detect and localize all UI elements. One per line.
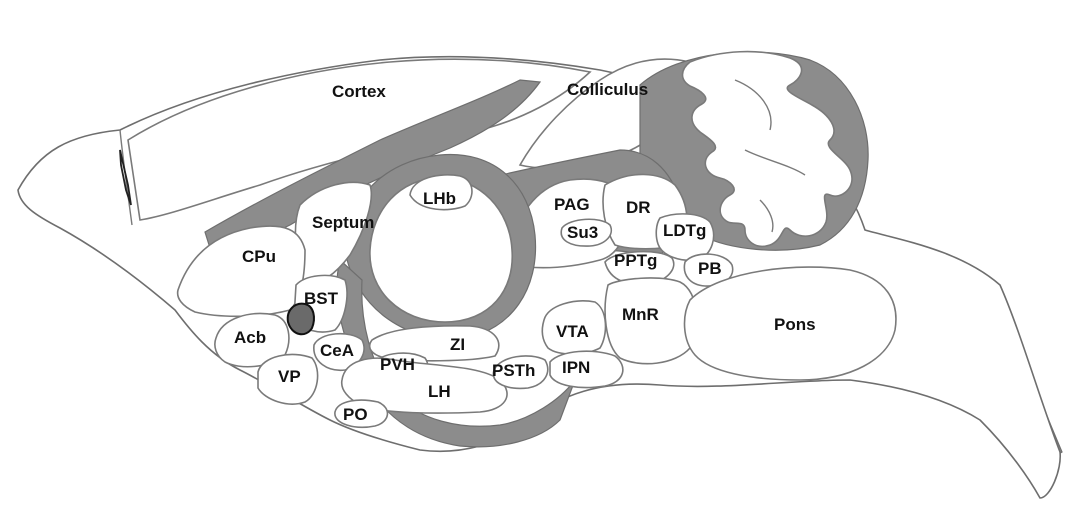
- label-septum: Septum: [312, 213, 374, 232]
- label-mnr: MnR: [622, 305, 659, 324]
- label-lhb: LHb: [423, 189, 456, 208]
- label-ipn: IPN: [562, 358, 590, 377]
- label-dr: DR: [626, 198, 651, 217]
- label-vp: VP: [278, 367, 301, 386]
- label-pvh: PVH: [380, 355, 415, 374]
- label-lh: LH: [428, 382, 451, 401]
- label-vta: VTA: [556, 322, 589, 341]
- label-bst: BST: [304, 289, 339, 308]
- label-ldtg: LDTg: [663, 221, 706, 240]
- label-colliculus: Colliculus: [567, 80, 648, 99]
- label-pons: Pons: [774, 315, 816, 334]
- label-psth: PSTh: [492, 361, 535, 380]
- label-cea: CeA: [320, 341, 354, 360]
- label-po: PO: [343, 405, 368, 424]
- label-acb: Acb: [234, 328, 266, 347]
- label-cpu: CPu: [242, 247, 276, 266]
- label-cortex: Cortex: [332, 82, 386, 101]
- label-pb: PB: [698, 259, 722, 278]
- label-pptg: PPTg: [614, 251, 657, 270]
- highlighted-nucleus: [288, 304, 314, 335]
- label-pag: PAG: [554, 195, 590, 214]
- label-zi: ZI: [450, 335, 465, 354]
- label-su3: Su3: [567, 223, 598, 242]
